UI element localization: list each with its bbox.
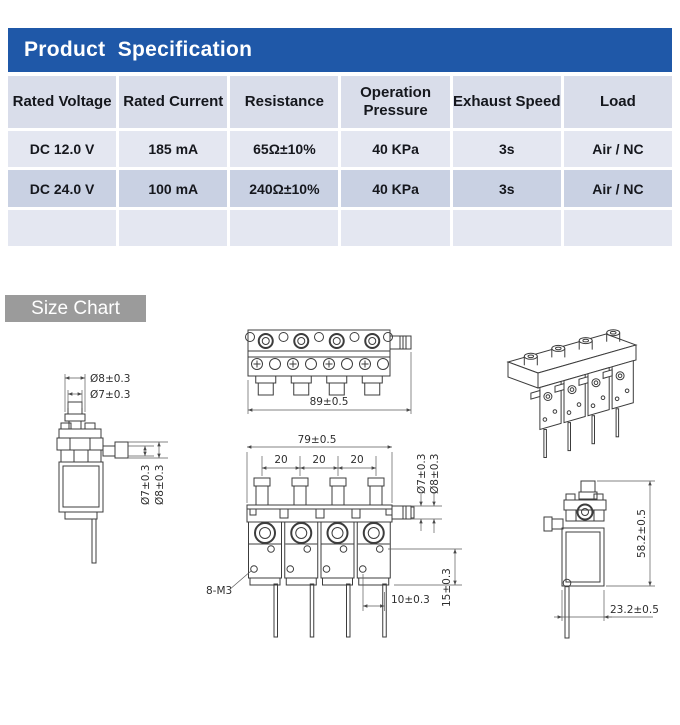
drawing-isometric-view (506, 329, 638, 458)
dim-label: 15±0.3 (441, 568, 453, 607)
dim-label: 23.2±0.5 (610, 604, 659, 616)
dim-label: 20 (350, 454, 363, 466)
table-cell-empty (563, 210, 672, 246)
dim-label: 89±0.5 (310, 396, 349, 408)
dim-label: 79±0.5 (298, 434, 337, 446)
table-cell-empty (8, 210, 117, 246)
table-cell-empty (452, 210, 561, 246)
table-cell-empty (119, 210, 228, 246)
size-chart-label: Size Chart (5, 295, 146, 322)
dim-label: Ø8±0.3 (429, 454, 441, 494)
dim-label: Ø8±0.3 (154, 465, 166, 505)
dim-label: Ø7±0.3 (140, 465, 152, 505)
drawing-front-view: 79±0.5 20 20 20 (206, 434, 462, 638)
table-cell: 185 mA (119, 131, 228, 167)
table-cell: Air / NC (563, 170, 672, 207)
dim-label: 20 (274, 454, 287, 466)
drawing-left-side-view: Ø8±0.3 Ø7±0.3 Ø7±0.3 Ø8±0.3 (56, 373, 168, 564)
table-cell: DC 12.0 V (8, 131, 117, 167)
table-cell: 65Ω±10% (230, 131, 339, 167)
table-cell: 40 KPa (341, 131, 450, 167)
dim-label: 10±0.3 (391, 594, 430, 606)
dim-label: 8-M3 (206, 585, 232, 597)
dim-label: 58.2±0.5 (636, 509, 648, 558)
table-cell: 100 mA (119, 170, 228, 207)
page-title: Product Specification (8, 28, 672, 72)
drawing-top-view: 89±0.5 (245, 329, 412, 414)
table-cell: 240Ω±10% (230, 170, 339, 207)
table-cell: 3s (452, 170, 561, 207)
table-cell: DC 24.0 V (8, 170, 117, 207)
table-cell: 40 KPa (341, 170, 450, 207)
dim-label: Ø7±0.3 (90, 389, 130, 401)
col-header-load: Load (563, 76, 672, 128)
dim-label: Ø7±0.3 (416, 454, 428, 494)
col-header-rated-current: Rated Current (119, 76, 228, 128)
col-header-resistance: Resistance (230, 76, 339, 128)
drawing-right-side-view: 58.2±0.5 23.2±0.5 (543, 480, 659, 639)
col-header-operation-pressure: Operation Pressure (341, 76, 450, 128)
table-cell-empty (341, 210, 450, 246)
size-chart-drawings: Ø8±0.3 Ø7±0.3 Ø7±0.3 Ø8±0.3 (56, 329, 659, 639)
dim-label: Ø8±0.3 (90, 373, 130, 385)
table-cell: 3s (452, 131, 561, 167)
spec-table: Rated Voltage Rated Current Resistance O… (8, 76, 672, 246)
table-cell: Air / NC (563, 131, 672, 167)
col-header-rated-voltage: Rated Voltage (8, 76, 117, 128)
table-cell-empty (230, 210, 339, 246)
col-header-exhaust-speed: Exhaust Speed (452, 76, 561, 128)
dim-label: 20 (312, 454, 325, 466)
